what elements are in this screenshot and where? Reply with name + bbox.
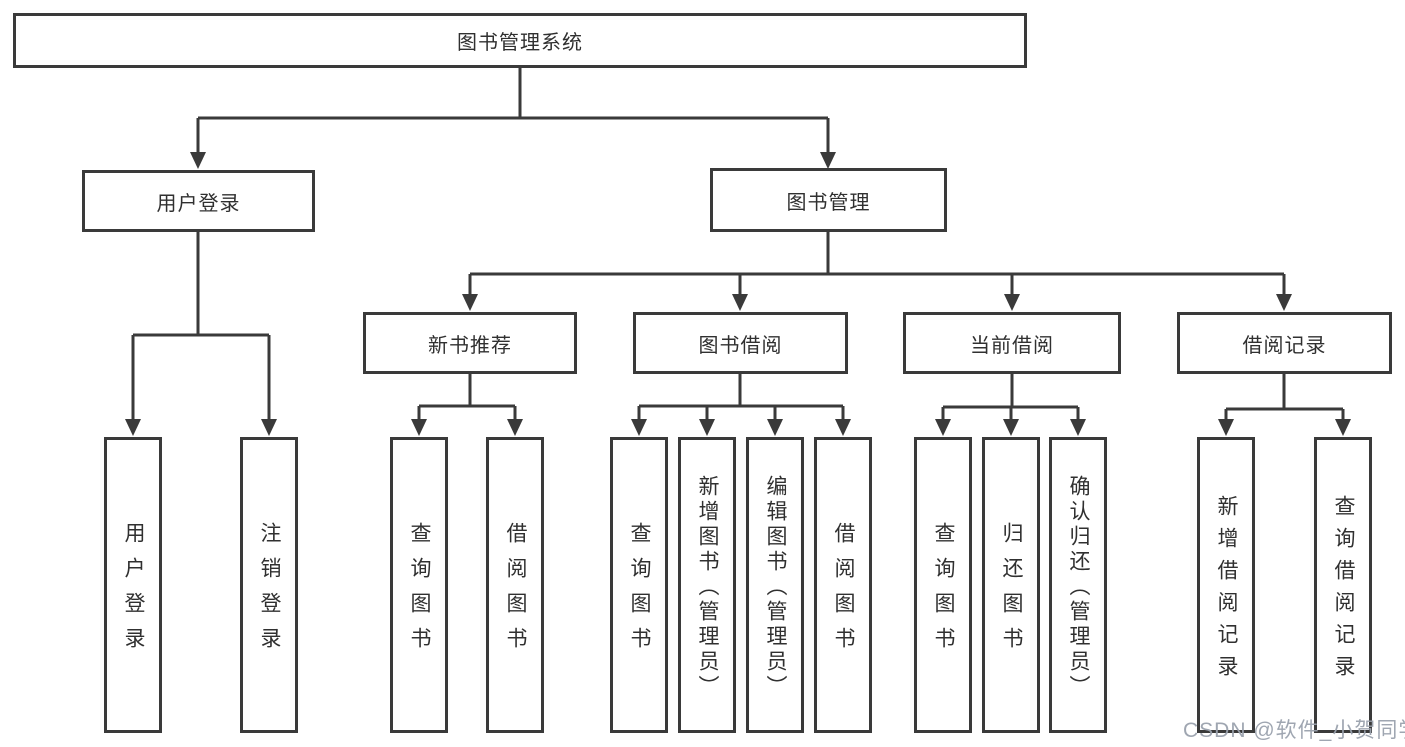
node-borrow-records: 借阅记录 xyxy=(1177,312,1392,374)
arrowhead xyxy=(1276,294,1292,311)
node-label: 用户登录 xyxy=(156,192,241,215)
node-label: 新增图书（管理员） xyxy=(696,474,719,700)
node-leaf-query-borrow-record: 查询借阅记录 xyxy=(1314,437,1372,733)
node-label: 图书管理系统 xyxy=(457,32,583,54)
arrowhead xyxy=(1004,294,1020,311)
node-leaf-add-books-admin: 新增图书（管理员） xyxy=(678,437,736,733)
arrowhead xyxy=(1218,419,1234,436)
node-leaf-edit-books-admin: 编辑图书（管理员） xyxy=(746,437,804,733)
node-book-management: 图书管理 xyxy=(710,168,947,232)
connector-current-borrow-group xyxy=(935,374,1086,436)
connector-book-borrow-group xyxy=(631,374,851,436)
node-label: 查询借阅记录 xyxy=(1332,494,1355,687)
node-leaf-confirm-return-admin: 确认归还（管理员） xyxy=(1049,437,1107,733)
arrowhead xyxy=(1335,419,1351,436)
node-label: 新增借阅记录 xyxy=(1215,494,1238,687)
node-label: 注销登录 xyxy=(258,522,281,662)
node-leaf-query-books-2: 查询图书 xyxy=(610,437,668,733)
connector-borrow-records-group xyxy=(1218,374,1351,436)
node-new-book-recommend: 新书推荐 xyxy=(363,312,577,374)
arrowhead xyxy=(1070,419,1086,436)
node-current-borrow: 当前借阅 xyxy=(903,312,1121,374)
node-leaf-query-books-3: 查询图书 xyxy=(914,437,972,733)
node-label: 查询图书 xyxy=(408,522,431,662)
node-label: 新书推荐 xyxy=(428,334,512,357)
arrowhead xyxy=(462,294,478,311)
node-leaf-user-login: 用户登录 xyxy=(104,437,162,733)
connector-root-to-level2 xyxy=(190,68,836,169)
arrowhead xyxy=(767,419,783,436)
arrowhead xyxy=(190,152,206,169)
node-label: 编辑图书（管理员） xyxy=(764,474,787,700)
node-label: 当前借阅 xyxy=(970,334,1054,357)
arrowhead xyxy=(732,294,748,311)
connector-book-mgmt-to-level3 xyxy=(462,232,1292,311)
arrowhead xyxy=(261,419,277,436)
node-label: 借阅记录 xyxy=(1242,334,1327,357)
arrowhead xyxy=(631,419,647,436)
arrowhead xyxy=(699,419,715,436)
arrowhead xyxy=(835,419,851,436)
connector-user-login-group xyxy=(125,232,277,436)
arrowhead xyxy=(1003,419,1019,436)
node-label: 归还图书 xyxy=(1000,522,1023,662)
node-label: 确认归还（管理员） xyxy=(1067,474,1090,700)
node-label: 图书管理 xyxy=(786,191,871,214)
node-label: 借阅图书 xyxy=(832,522,855,662)
node-label: 借阅图书 xyxy=(504,522,527,662)
node-label: 查询图书 xyxy=(628,522,651,662)
arrowhead xyxy=(820,152,836,169)
node-root-library-system: 图书管理系统 xyxy=(13,13,1027,68)
node-leaf-add-borrow-record: 新增借阅记录 xyxy=(1197,437,1255,733)
node-label: 图书借阅 xyxy=(698,334,783,357)
node-leaf-query-books-1: 查询图书 xyxy=(390,437,448,733)
node-label: 用户登录 xyxy=(122,522,145,662)
node-leaf-borrow-books-1: 借阅图书 xyxy=(486,437,544,733)
connector-new-book-group xyxy=(411,374,523,436)
arrowhead xyxy=(507,419,523,436)
node-user-login: 用户登录 xyxy=(82,170,315,232)
node-label: 查询图书 xyxy=(932,522,955,662)
node-leaf-borrow-books-2: 借阅图书 xyxy=(814,437,872,733)
arrowhead xyxy=(411,419,427,436)
node-leaf-logout: 注销登录 xyxy=(240,437,298,733)
arrowhead xyxy=(935,419,951,436)
node-book-borrow: 图书借阅 xyxy=(633,312,848,374)
node-leaf-return-books: 归还图书 xyxy=(982,437,1040,733)
csdn-watermark: CSDN @软件_小贺同学 xyxy=(1183,719,1405,742)
arrowhead xyxy=(125,419,141,436)
